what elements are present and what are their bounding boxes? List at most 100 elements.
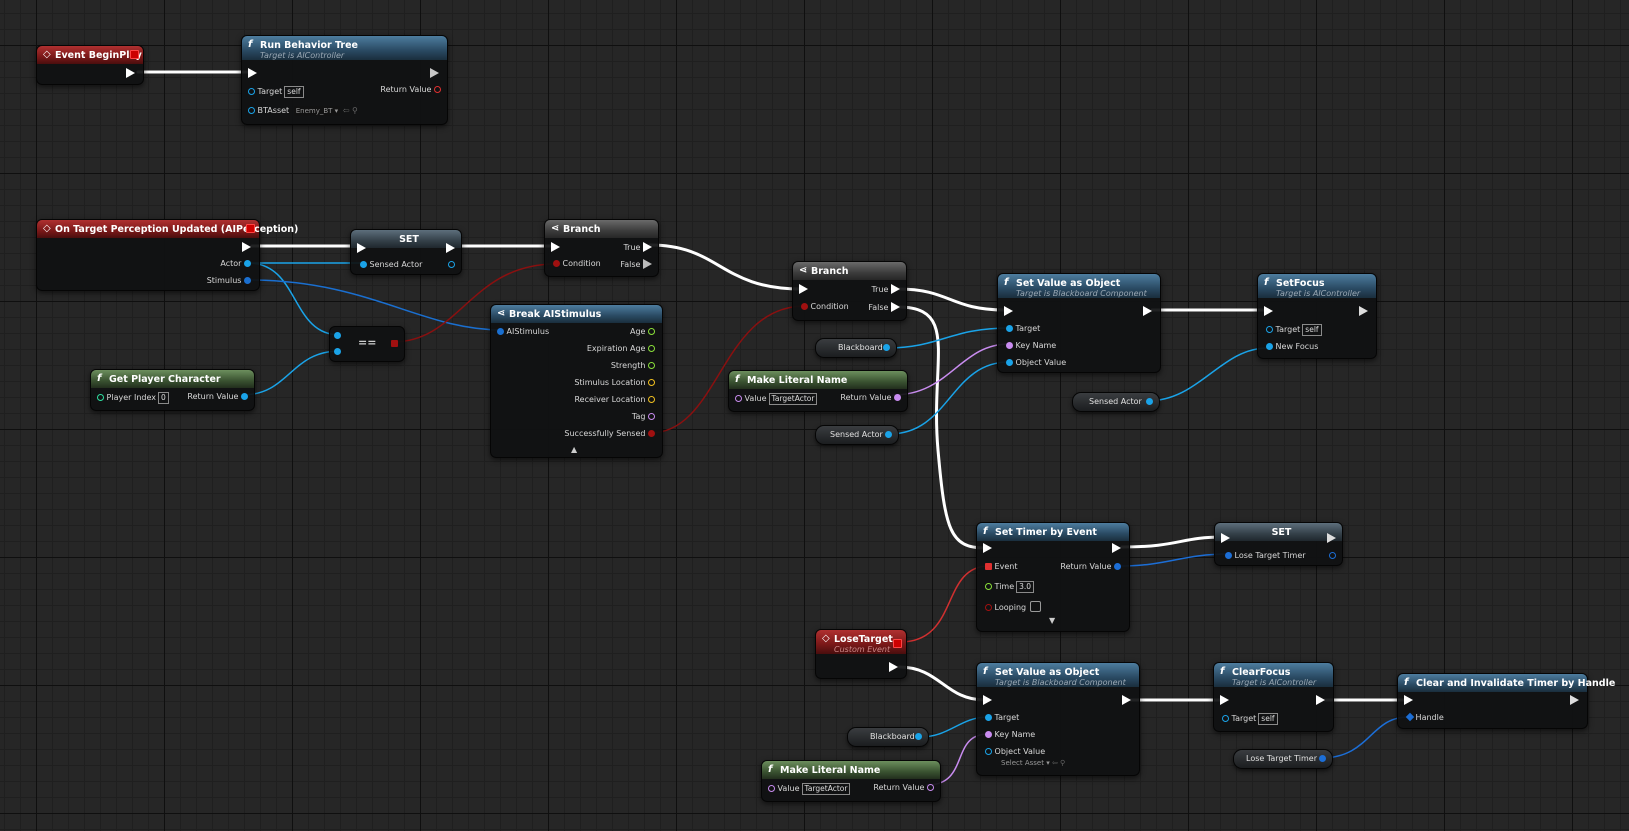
lose-target-timer-out-pin[interactable] (1329, 551, 1336, 560)
successfully-sensed-pin[interactable]: Successfully Sensed (564, 429, 655, 438)
equals-input-a-pin[interactable] (334, 331, 341, 340)
target-pin[interactable]: Target (1006, 324, 1040, 333)
equals-node[interactable]: == (329, 326, 405, 362)
branch-node[interactable]: ⋖ Branch True Condition False (544, 219, 659, 277)
key-name-pin[interactable]: Key Name (1006, 341, 1056, 350)
btasset-dropdown[interactable]: Enemy_BT ▾ (293, 106, 341, 116)
exec-in-pin[interactable] (1221, 533, 1230, 543)
return-value-pin[interactable]: Return Value (187, 392, 248, 401)
exec-out-pin[interactable] (1359, 306, 1368, 316)
tag-pin[interactable]: Tag (632, 412, 655, 421)
collapse-arrow-icon[interactable]: ▲ (571, 445, 578, 454)
set-timer-by-event-node[interactable]: f Set Timer by Event Event Return Value … (976, 522, 1130, 632)
select-asset-dropdown[interactable]: Select Asset ▾ ⇦ ⚲ (1001, 759, 1066, 767)
object-value-pin[interactable]: Object Value (985, 747, 1045, 756)
blackboard-variable-node-2[interactable]: Blackboard (847, 727, 929, 747)
age-pin[interactable]: Age (630, 327, 655, 336)
event-begin-play-node[interactable]: ◇ Event BeginPlay (36, 45, 144, 85)
expiration-age-pin[interactable]: Expiration Age (587, 344, 655, 353)
exec-out-pin[interactable] (430, 68, 439, 78)
true-pin[interactable]: True (623, 242, 652, 252)
exec-out-pin[interactable] (1570, 695, 1579, 705)
false-pin[interactable]: False (868, 302, 900, 312)
new-focus-pin[interactable]: New Focus (1266, 342, 1318, 351)
object-value-pin[interactable]: Object Value (1006, 358, 1066, 367)
self-value[interactable]: self (1302, 324, 1322, 336)
exec-in-pin[interactable] (551, 242, 560, 252)
exec-out-pin[interactable] (242, 242, 251, 252)
exec-in-pin[interactable] (357, 243, 366, 253)
handle-pin[interactable]: Handle (1405, 712, 1444, 722)
equals-out-pin[interactable] (391, 339, 398, 348)
sensed-actor-variable-node[interactable]: Sensed Actor (815, 425, 899, 445)
variable-out-pin[interactable] (885, 431, 892, 438)
looping-pin[interactable]: Looping (985, 601, 1042, 612)
exec-out-pin[interactable] (1316, 695, 1325, 705)
exec-out-pin[interactable] (446, 243, 455, 253)
exec-in-pin[interactable] (799, 284, 808, 294)
delegate-pin-icon[interactable] (246, 224, 255, 233)
set-focus-node[interactable]: f SetFocus Target is AIController Target… (1257, 273, 1377, 359)
false-pin[interactable]: False (620, 259, 652, 269)
player-index-field[interactable]: 0 (158, 392, 169, 404)
key-name-pin[interactable]: Key Name (985, 730, 1035, 739)
strength-pin[interactable]: Strength (611, 361, 655, 370)
return-value-pin[interactable]: Return Value (380, 85, 441, 94)
self-value[interactable]: self (284, 86, 304, 98)
sensed-actor-variable-node-2[interactable]: Sensed Actor (1072, 392, 1160, 412)
exec-out-pin[interactable] (1112, 543, 1121, 553)
exec-out-pin[interactable] (889, 662, 898, 672)
set-value-as-object-node-2[interactable]: f Set Value as Object Target is Blackboa… (976, 662, 1140, 776)
variable-out-pin[interactable] (915, 733, 922, 740)
branch-node-2[interactable]: ⋖ Branch True Condition False (792, 261, 907, 321)
equals-input-b-pin[interactable] (334, 347, 341, 356)
variable-out-pin[interactable] (883, 344, 890, 351)
condition-pin[interactable]: Condition (801, 302, 849, 311)
exec-out-pin[interactable] (1143, 306, 1152, 316)
exec-out-pin[interactable] (126, 68, 135, 78)
exec-in-pin[interactable] (983, 543, 992, 553)
return-value-pin[interactable]: Return Value (840, 393, 901, 402)
set-lose-target-timer-node[interactable]: SET Lose Target Timer (1214, 522, 1343, 566)
time-field[interactable]: 3.0 (1016, 581, 1035, 593)
name-value-field[interactable]: TargetActor (768, 393, 818, 405)
sensed-actor-out-pin[interactable] (448, 260, 455, 269)
btasset-pin[interactable]: BTAsset Enemy_BT ▾ ⇦ ⚲ (248, 106, 358, 116)
variable-out-pin[interactable] (1146, 398, 1153, 405)
exec-out-pin[interactable] (1122, 695, 1131, 705)
clear-invalidate-timer-node[interactable]: f Clear and Invalidate Timer by Handle H… (1397, 673, 1615, 729)
exec-in-pin[interactable] (248, 68, 257, 78)
actor-pin[interactable]: Actor (220, 259, 251, 268)
expand-arrow-icon[interactable]: ▼ (1049, 616, 1056, 625)
set-value-as-object-node[interactable]: f Set Value as Object Target is Blackboa… (997, 273, 1161, 373)
condition-pin[interactable]: Condition (553, 259, 601, 268)
looping-checkbox[interactable] (1030, 601, 1042, 612)
lose-target-custom-event-node[interactable]: ◇ LoseTarget Custom Event (815, 629, 907, 679)
name-value-field[interactable]: TargetActor (801, 783, 851, 795)
lose-target-timer-pin[interactable]: Lose Target Timer (1225, 551, 1306, 560)
receiver-location-pin[interactable]: Receiver Location (574, 395, 655, 404)
asset-browse-icon[interactable]: ⇦ ⚲ (342, 106, 358, 115)
exec-in-pin[interactable] (1264, 306, 1273, 316)
delegate-pin-icon[interactable] (893, 639, 902, 648)
delegate-pin-icon[interactable] (130, 50, 139, 59)
self-value[interactable]: self (1258, 713, 1278, 725)
asset-browse-icon[interactable]: ⇦ ⚲ (1051, 759, 1066, 767)
variable-out-pin[interactable] (1319, 755, 1326, 762)
break-aistimulus-node[interactable]: ⋖ Break AIStimulus AIStimulus Age Expira… (490, 304, 663, 458)
lose-target-timer-variable-node[interactable]: Lose Target Timer (1233, 749, 1333, 769)
stimulus-pin[interactable]: Stimulus (207, 276, 251, 285)
set-sensed-actor-node[interactable]: SET Sensed Actor (350, 229, 462, 275)
exec-in-pin[interactable] (1404, 695, 1413, 705)
clear-focus-node[interactable]: f ClearFocus Target is AIController Targ… (1213, 662, 1334, 732)
target-pin[interactable]: Target (985, 713, 1019, 722)
exec-in-pin[interactable] (983, 695, 992, 705)
